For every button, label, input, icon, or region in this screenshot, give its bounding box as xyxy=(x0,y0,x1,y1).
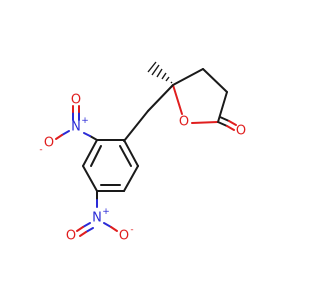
bond-ringo-c5 xyxy=(172,84,183,115)
bond-c2-carbonyl-b xyxy=(219,116,230,122)
nitro1-nitrogen-label: N xyxy=(71,120,81,135)
ring-oxygen-label: O xyxy=(179,115,189,130)
nitro1-oxygen-top-label: O xyxy=(71,93,81,108)
methyl-hashed-wedge xyxy=(147,61,173,84)
bond-n2-oright-b xyxy=(110,226,118,232)
bond-n2-oleft-a2 xyxy=(76,226,84,232)
para-nitro-group xyxy=(96,190,98,208)
bond-ar-inner-1 xyxy=(119,145,132,167)
nitro2-oxygen-left-label: O xyxy=(66,229,76,244)
bond-carbonyl-a-o xyxy=(226,125,235,131)
nitro1-oxygen-left-label: O xyxy=(44,136,54,151)
bond-n1-oleft-b xyxy=(55,134,63,140)
nitro2-minus-label: - xyxy=(130,225,133,235)
nitro1-minus-label: - xyxy=(39,145,42,155)
bond-carbonyl-b-o xyxy=(228,120,237,126)
bond-ar-e-f xyxy=(123,165,139,192)
bond-c5-c4 xyxy=(172,68,204,86)
bond-c2-ringo xyxy=(191,121,219,124)
nitro2-nitrogen-label: N xyxy=(92,211,102,226)
bond-c4-c3 xyxy=(202,68,228,93)
nitro1-plus-label: + xyxy=(81,116,89,126)
bottom-nitro: N + O O - xyxy=(66,207,134,244)
bond-n2-oleft-b2 xyxy=(79,231,87,237)
bond-n1-oleft-a xyxy=(61,130,70,136)
bond-ch2-ar1 xyxy=(123,110,149,142)
bond-c2-carbonyl-a xyxy=(217,121,228,127)
bond-n2-oright-a xyxy=(103,222,112,228)
bond-ar-c-d xyxy=(82,165,98,192)
bond-arb-n1-b xyxy=(83,132,91,137)
bond-arb-n1 xyxy=(89,135,98,141)
bond-c5-ch2 xyxy=(147,84,174,112)
structure-canvas xyxy=(55,61,237,192)
bond-ar-f-a xyxy=(123,139,139,167)
nitro2-plus-label: + xyxy=(102,207,110,217)
bond-ar-inner-2 xyxy=(90,145,102,167)
carbonyl-oxygen-label: O xyxy=(236,124,246,139)
bond-ar-b-c xyxy=(82,139,98,167)
labels-layer: O O N + O O - xyxy=(39,93,246,156)
bond-n2-oleft-a xyxy=(82,222,91,228)
nitro2-oxygen-right-label: O xyxy=(119,229,129,244)
bond-n2-oleft-b xyxy=(85,227,94,233)
